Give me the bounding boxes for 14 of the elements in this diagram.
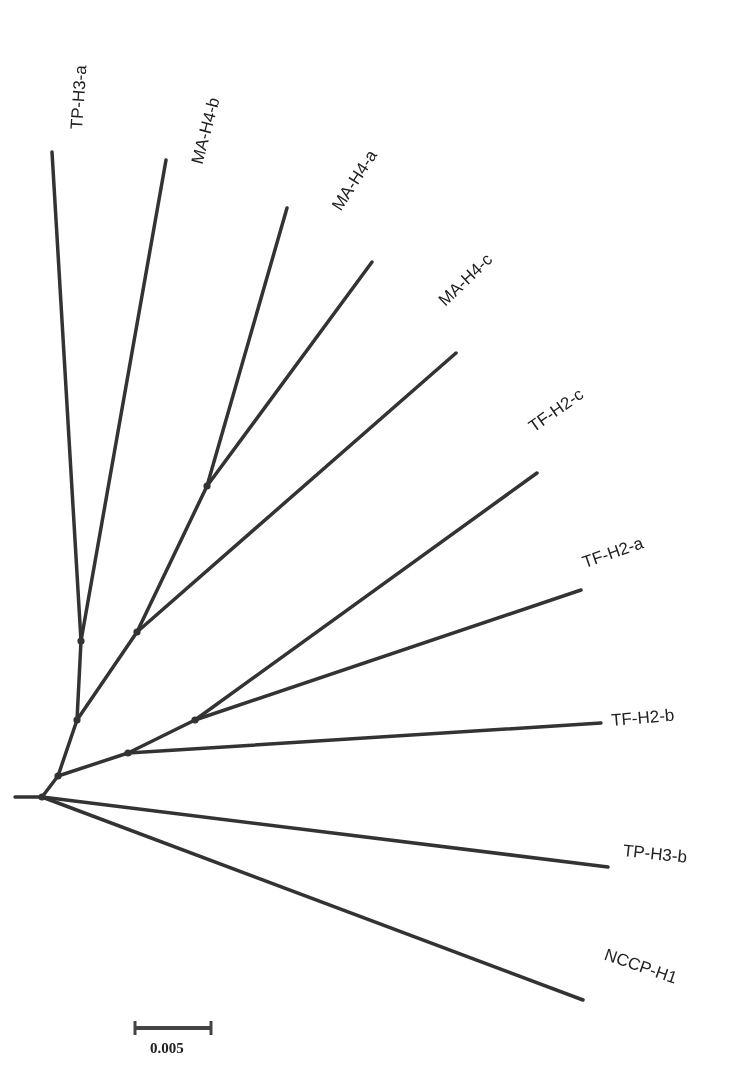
taxon-label: TP-H3-b	[622, 842, 688, 867]
taxon-label: TF-H2-b	[610, 706, 676, 730]
taxon-label: TP-H3-a	[68, 64, 91, 130]
scale-value: 0.005	[150, 1040, 184, 1057]
branch-point	[54, 772, 62, 780]
branch-point	[77, 637, 85, 645]
taxon-label: MA-H4-b	[188, 95, 224, 166]
branch-point	[133, 628, 141, 636]
branch-point	[73, 716, 81, 724]
branch-point	[203, 482, 211, 490]
branch-point	[124, 749, 132, 757]
taxon-label: TF-H2-a	[580, 534, 646, 572]
branch-point	[38, 793, 46, 801]
branch-point	[191, 716, 199, 724]
